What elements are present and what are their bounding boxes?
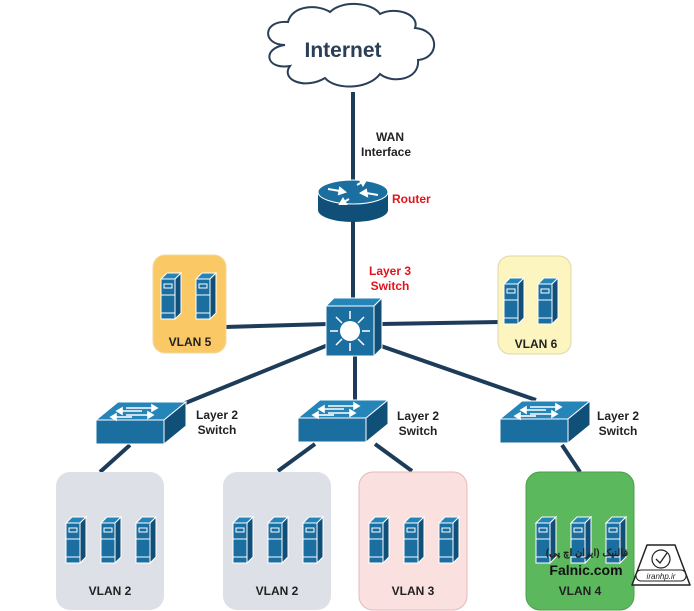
vlan-5-label: VLAN 5 [169, 335, 212, 349]
layer2-switch-icon [499, 400, 591, 444]
vlan-6-group: VLAN 6 [497, 255, 572, 355]
watermark: فالنیک (ایران اچ پی) Falnic.com iranhp.i… [546, 544, 691, 586]
wan-label-line2: Interface [361, 145, 411, 159]
vlan-2a-label: VLAN 2 [89, 584, 132, 598]
layer2-switch-1-label-line2: Switch [198, 423, 237, 437]
link-switch3-vlan4 [560, 443, 582, 474]
layer2-switch-icon [297, 399, 389, 443]
badge-text: iranhp.ir [647, 572, 676, 581]
internet-label: Internet [304, 39, 381, 62]
vlan-4-group: VLAN 4 [525, 471, 635, 611]
vlan-5-group: VLAN 5 [152, 254, 227, 354]
vlan-3-label: VLAN 3 [392, 584, 435, 598]
link-switch2-vlan3 [373, 442, 414, 473]
link-core-switch3 [377, 343, 537, 402]
wan-label-line1: WAN [376, 130, 404, 144]
connection-lines [98, 92, 582, 474]
vlan-2b-group: VLAN 2 [223, 472, 331, 610]
layer2-switch-2-label-line1: Layer 2 [397, 409, 439, 423]
layer3-switch-icon [324, 296, 384, 358]
link-switch1-vlan2a [98, 443, 132, 474]
vlan-6-label: VLAN 6 [515, 337, 558, 351]
layer2-switch-2-label-line2: Switch [399, 424, 438, 438]
layer2-switch-3-label-line1: Layer 2 [597, 409, 639, 423]
vlan-4-label: VLAN 4 [559, 584, 602, 598]
layer2-switch-3-label-line2: Switch [599, 424, 638, 438]
link-switch2-vlan2b [276, 442, 317, 473]
watermark-site-text: Falnic.com [549, 562, 622, 578]
layer2-switch-2: Layer 2 Switch [297, 399, 439, 443]
layer3-switch-label-line2: Switch [371, 279, 410, 293]
layer2-switch-1-label-line1: Layer 2 [196, 408, 238, 422]
layer2-switch-icon [95, 401, 187, 445]
link-core-vlan5 [224, 322, 329, 329]
router-icon [317, 179, 389, 222]
iranhp-badge-icon: iranhp.ir [631, 544, 691, 586]
router-label: Router [392, 192, 431, 206]
link-core-vlan6 [377, 320, 501, 326]
layer3-switch-label-line1: Layer 3 [369, 264, 411, 278]
layer2-switch-3: Layer 2 Switch [499, 400, 639, 444]
internet-cloud: Internet [267, 3, 436, 88]
link-core-switch1 [182, 343, 329, 406]
watermark-persian-text: فالنیک (ایران اچ پی) [546, 548, 629, 559]
vlan-3-group: VLAN 3 [358, 471, 468, 611]
vlan-2b-label: VLAN 2 [256, 584, 299, 598]
vlan-2a-group: VLAN 2 [56, 472, 164, 610]
layer2-switch-1: Layer 2 Switch [95, 401, 238, 445]
